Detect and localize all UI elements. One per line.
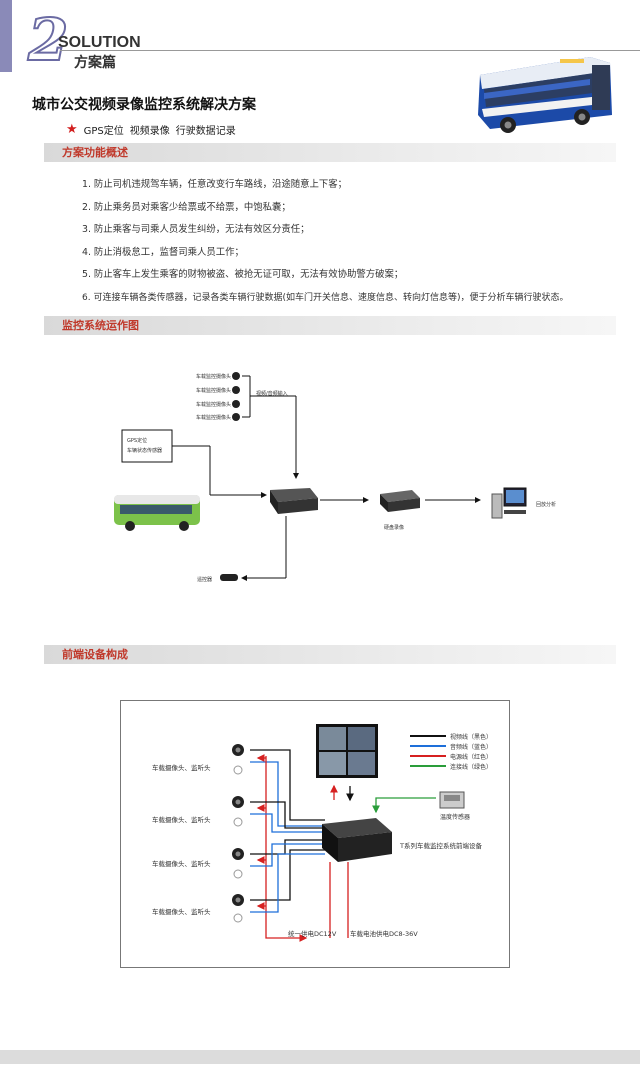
monitor-icon <box>316 724 378 778</box>
flow-sensor-label: 车辆状态传感器 <box>127 448 163 454</box>
flow-analysis-label: 回放分析 <box>536 502 557 508</box>
section-title-overview: 方案功能概述 <box>62 146 128 159</box>
legend-label: 连接线（绿色） <box>450 764 493 771</box>
flow-dvr-unit <box>270 488 318 514</box>
camera-label: 车载摄像头、监听头 <box>152 908 211 916</box>
bus-photo <box>478 57 612 133</box>
section-bar-frontend <box>44 645 616 664</box>
list-item: 2. 防止乘务员对乘客少给票或不给票，中饱私囊； <box>82 201 291 213</box>
camera-icon <box>232 894 244 923</box>
section-number: 2 <box>27 6 69 74</box>
section-title-flow: 监控系统运作图 <box>62 319 139 332</box>
flow-camera-group <box>232 372 240 421</box>
camera-icon <box>232 796 244 827</box>
flow-diagram <box>114 372 527 581</box>
camera-icon <box>232 848 244 879</box>
sensor-icon <box>439 791 465 809</box>
feature-tag: 行驶数据记录 <box>175 126 236 137</box>
list-item: 3. 防止乘客与司乘人员发生纠纷，无法有效区分责任； <box>82 224 310 235</box>
list-item: 1. 防止司机违规驾车辆，任意改变行车路线，沿途随意上下客； <box>82 179 348 190</box>
camera-icon <box>232 744 244 775</box>
solution-heading: SOLUTION <box>58 34 141 51</box>
document-title: 城市公交视频录像监控系统解决方案 <box>32 97 256 113</box>
flow-gps-label: GPS定位 <box>127 438 148 444</box>
section-bar-overview <box>44 143 616 162</box>
feature-tag: GPS定位 <box>83 126 124 137</box>
overview-list: 1. 防止司机违规驾车辆，任意改变行车路线，沿途随意上下客； 2. 防止乘务员对… <box>82 178 622 313</box>
remote-icon <box>220 574 238 581</box>
flow-storage-label: 硬盘录像 <box>384 525 405 531</box>
flow-camera-label: 车载监控摄像头 <box>196 388 232 394</box>
dvr-label: T系列车载监控系统前端设备 <box>400 842 482 850</box>
dvr-unit <box>322 818 392 862</box>
camera-label: 车载摄像头、监听头 <box>152 860 211 868</box>
section-title-frontend: 前端设备构成 <box>62 648 128 661</box>
power-label-a: 统一供电DC12V <box>288 930 337 938</box>
flow-camera-label: 车载监控摄像头 <box>196 374 232 380</box>
camera-label: 车载摄像头、监听头 <box>152 816 211 824</box>
flow-camera-label: 车载监控摄像头 <box>196 402 232 408</box>
solution-heading-cn: 方案篇 <box>74 55 116 71</box>
power-label-b: 车载电池供电DC8-36V <box>350 930 418 938</box>
flow-camera-label: 车载监控摄像头 <box>196 415 232 421</box>
feature-tag: 视频录像 <box>129 126 170 137</box>
flow-storage-device <box>380 490 420 512</box>
camera-label: 车载摄像头、监听头 <box>152 764 211 772</box>
feature-tags: ★ GPS定位 视频录像 行驶数据记录 <box>66 122 236 137</box>
footer-bar <box>0 1050 640 1064</box>
sensor-label: 温度传感器 <box>440 814 471 821</box>
legend-label: 电源线（红色） <box>450 754 493 761</box>
flow-computer-icon <box>491 487 527 519</box>
section-bar-flow <box>44 316 616 335</box>
legend-label: 视频线（黑色） <box>450 734 493 741</box>
list-item: 4. 防止消极怠工，监督司乘人员工作； <box>82 246 244 258</box>
star-icon: ★ <box>66 122 78 137</box>
header-divider <box>60 50 640 51</box>
gps-box <box>121 429 173 463</box>
header-accent-strip <box>0 0 12 72</box>
list-item: 5. 防止客车上发生乘客的财物被盗、被抢无证可取，无法有效协助警方破案； <box>82 269 404 280</box>
legend-label: 音频线（蓝色） <box>450 744 493 751</box>
flow-remote-label: 遥控器 <box>197 577 213 583</box>
frontend-diagram <box>120 700 510 968</box>
flow-bus-icon <box>114 495 200 531</box>
list-item: 6. 可连接车辆各类传感器，记录各类车辆行驶数据(如车门开关信息、速度信息、转向… <box>82 292 569 303</box>
flow-av-input-label: 视频/音频输入 <box>256 391 288 397</box>
